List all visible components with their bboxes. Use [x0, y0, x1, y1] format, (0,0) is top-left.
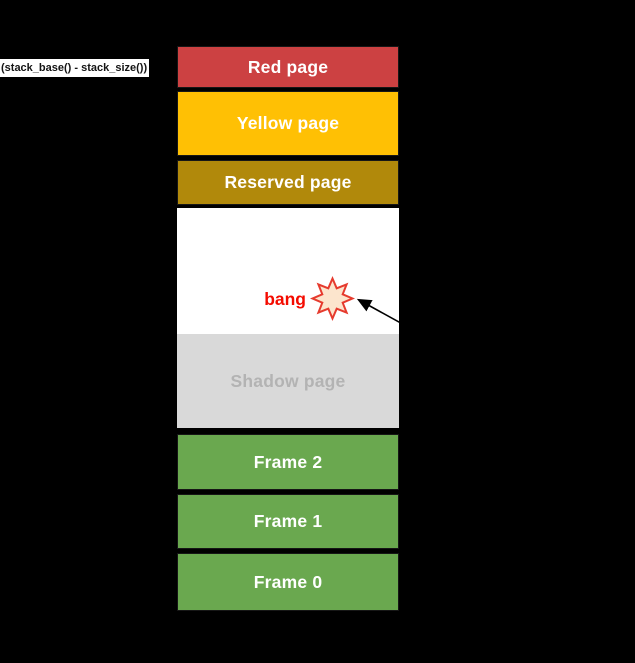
- shadow-page-block: Shadow page: [177, 334, 399, 428]
- frame-0-label: Frame 0: [253, 571, 323, 592]
- frame-1-block: Frame 1: [177, 494, 399, 549]
- frame-0-block: Frame 0: [177, 553, 399, 611]
- frame-2-block: Frame 2: [177, 434, 399, 490]
- frame-1-label: Frame 1: [253, 511, 323, 531]
- unmapped-stack-region: [177, 208, 399, 334]
- yellow-page-block: Yellow page: [177, 91, 399, 156]
- frame-2-label: Frame 2: [253, 451, 323, 472]
- shadow-page-label: Shadow page: [230, 370, 346, 391]
- red-page-label: Red page: [247, 56, 329, 77]
- bang-label: bang: [264, 289, 306, 309]
- yellow-page-label: Yellow page: [236, 113, 340, 133]
- red-page-block: Red page: [177, 46, 399, 88]
- reserved-page-label: Reserved page: [224, 172, 352, 192]
- reserved-page-block: Reserved page: [177, 160, 399, 205]
- stack-limit-label: (stack_base() - stack_size()): [0, 59, 150, 77]
